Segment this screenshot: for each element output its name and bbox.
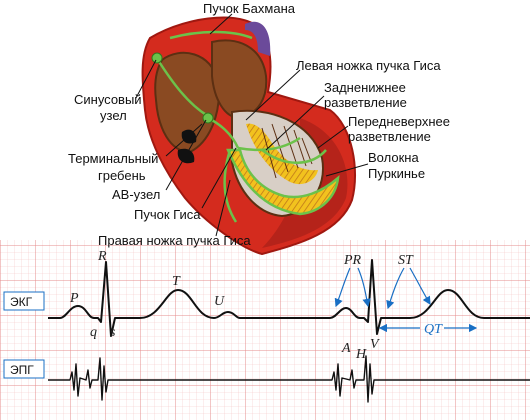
label-anterior-2: разветвление xyxy=(348,129,431,144)
interval-arrows xyxy=(334,267,478,333)
ecg-track-label: ЭКГ xyxy=(10,295,33,309)
wave-label-U: U xyxy=(214,294,225,309)
ventricle-muscles xyxy=(261,123,313,179)
wave-label-A: A xyxy=(341,341,351,356)
epg-track-label: ЭПГ xyxy=(10,363,34,377)
wave-label-H: H xyxy=(355,347,367,362)
aorta-purple xyxy=(245,21,271,56)
ecg-label-box xyxy=(3,291,45,311)
label-anterior-1: Передневерхнее xyxy=(348,114,450,129)
left-atrium xyxy=(211,39,268,120)
label-left-branch: Левая ножка пучка Гиса xyxy=(296,58,441,73)
label-terminal-1: Терминальный xyxy=(68,151,158,166)
heart-labels: Пучок Бахмана Синусовый узел Левая ножка… xyxy=(68,1,450,248)
leader-lines xyxy=(135,13,369,237)
wave-label-ST: ST xyxy=(398,253,414,268)
label-av-node: АВ-узел xyxy=(112,187,160,202)
sinus-node-shape xyxy=(151,52,163,64)
purkinje-fibers xyxy=(226,148,340,216)
septum-purkinje xyxy=(246,123,318,185)
right-bundle-path xyxy=(223,149,238,223)
label-bachmann: Пучок Бахмана xyxy=(203,1,296,16)
valve-dark-1 xyxy=(181,129,197,144)
label-sinus-node-2: узел xyxy=(100,108,127,123)
label-his-bundle: Пучок Гиса xyxy=(134,207,201,222)
label-posterior-2: разветвление xyxy=(324,95,407,110)
label-right-branch: Правая ножка пучка Гиса xyxy=(98,233,251,248)
wave-label-R: R xyxy=(97,249,107,264)
left-bundle-path xyxy=(237,136,301,152)
label-purkinje-2: Пуркинье xyxy=(368,166,425,181)
internodal-tract xyxy=(156,59,209,118)
wave-labels: P R T U q s PR ST QT A H V xyxy=(69,249,443,362)
label-purkinje-1: Волокна xyxy=(368,150,419,165)
wave-label-V: V xyxy=(370,337,380,352)
track-labels: ЭКГ ЭПГ xyxy=(3,291,45,379)
wave-label-T: T xyxy=(172,274,181,289)
posterior-branch xyxy=(261,148,327,164)
wave-label-q: q xyxy=(90,325,97,340)
ecg-trace xyxy=(48,259,530,337)
label-posterior-1: Задненижнее xyxy=(324,80,406,95)
wave-label-s: s xyxy=(110,325,116,340)
epg-trace xyxy=(48,355,530,403)
wave-label-QT: QT xyxy=(424,322,443,337)
label-terminal-2: гребень xyxy=(98,168,146,183)
label-sinus-node-1: Синусовый xyxy=(74,92,142,107)
wave-label-P: P xyxy=(69,291,79,306)
av-node-shape xyxy=(202,112,214,124)
epg-label-box xyxy=(3,359,45,379)
wave-label-PR: PR xyxy=(343,253,362,268)
bachmann-bundle xyxy=(169,30,253,40)
ecg-grid xyxy=(0,240,530,420)
heart-illustration xyxy=(141,16,357,256)
